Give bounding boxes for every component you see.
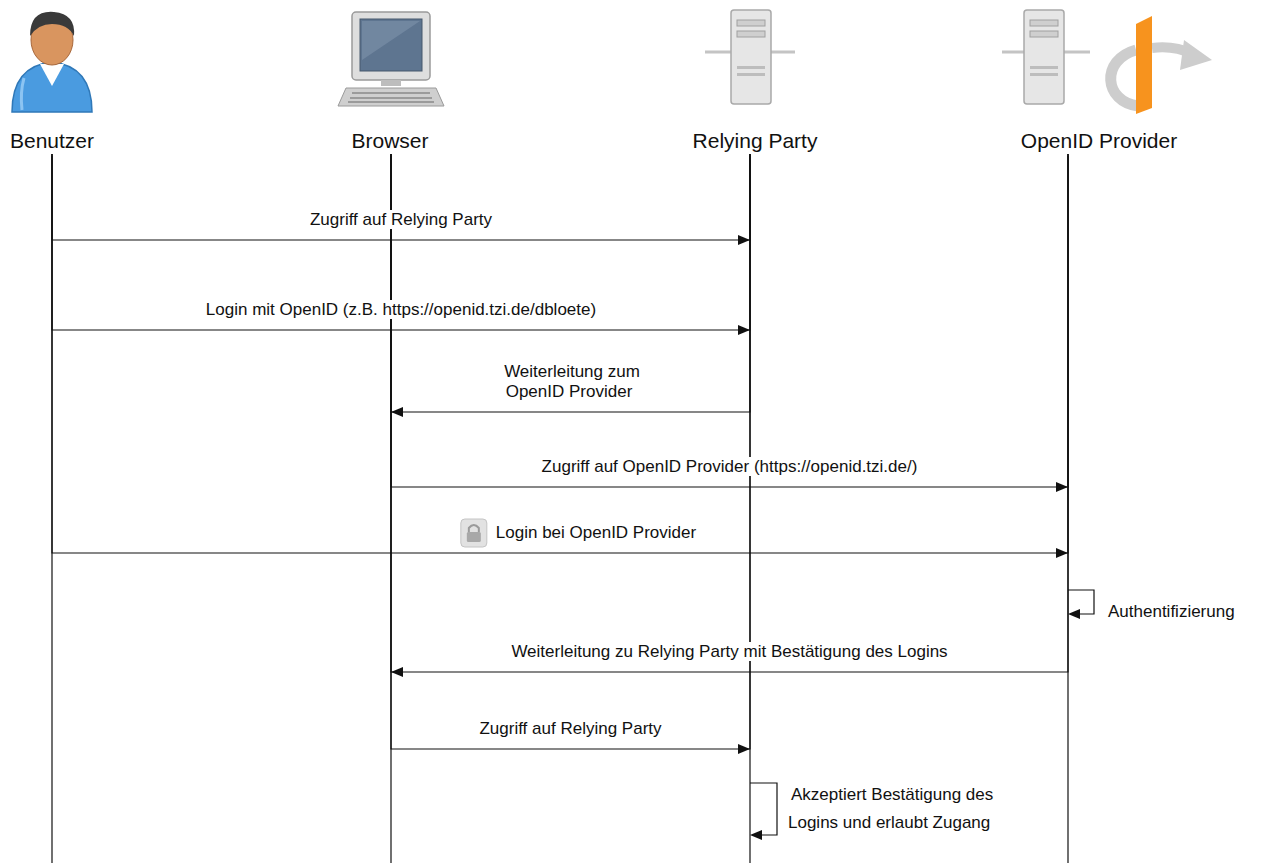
message-arrow xyxy=(391,154,1068,487)
loop-line xyxy=(1068,590,1094,614)
message-label: Zugriff auf OpenID Provider (https://ope… xyxy=(539,457,921,476)
message-label-box: Zugriff auf OpenID Provider (https://ope… xyxy=(539,457,921,477)
arrowhead xyxy=(750,830,762,840)
openid-logo xyxy=(1111,16,1212,114)
note: Akzeptiert Bestätigung des Logins und er… xyxy=(788,785,993,832)
note-box: Akzeptiert Bestätigung des Logins und er… xyxy=(788,781,1028,837)
actor: OpenID Provider xyxy=(1019,128,1179,154)
message-label: Weiterleitung zum OpenID Provider xyxy=(501,362,640,401)
message-label: Zugriff auf Relying Party xyxy=(476,719,664,738)
note: Authentifizierung xyxy=(1105,602,1238,621)
monitor-stand xyxy=(381,80,401,86)
logo-bar xyxy=(1136,16,1152,114)
keyboard xyxy=(338,88,444,106)
arrowhead xyxy=(391,407,403,417)
user-collar xyxy=(40,64,64,86)
message-label-box: Zugriff auf Relying Party xyxy=(307,210,495,230)
lifelines xyxy=(52,156,1068,863)
drive-slot xyxy=(737,31,765,37)
actor: Browser xyxy=(349,128,430,154)
arrowhead xyxy=(738,325,750,335)
message-label-box: Zugriff auf Relying Party xyxy=(476,719,664,739)
vent xyxy=(1030,73,1058,76)
lock-body xyxy=(467,532,481,542)
actor: Relying Party xyxy=(691,128,820,154)
server-case xyxy=(731,10,771,104)
keys xyxy=(348,93,434,102)
actor-name: Benutzer xyxy=(10,128,94,154)
logo-arc xyxy=(1111,50,1138,106)
arrowhead xyxy=(1056,548,1068,558)
user-hair xyxy=(30,12,74,36)
arrowhead xyxy=(738,235,750,245)
server-icon xyxy=(705,10,795,104)
message-label: Login bei OpenID Provider xyxy=(493,523,699,542)
self-call xyxy=(750,590,1094,840)
message-arrow xyxy=(391,154,1068,672)
message-label: Zugriff auf Relying Party xyxy=(307,210,495,229)
lock-icon xyxy=(461,519,487,547)
message-label-box: Weiterleitung zu Relying Party mit Bestä… xyxy=(508,642,950,662)
vent xyxy=(737,73,765,76)
lock-ground xyxy=(461,519,487,547)
drive-slot xyxy=(1030,31,1058,37)
vent xyxy=(737,66,765,69)
note-box: Authentifizierung xyxy=(1105,598,1238,626)
loop-line xyxy=(750,783,777,835)
message-label: Weiterleitung zu Relying Party mit Bestä… xyxy=(508,642,950,661)
lock-shackle xyxy=(469,525,479,532)
vent xyxy=(1030,66,1058,69)
server-icon xyxy=(1002,10,1090,104)
drive-slot xyxy=(1030,20,1058,26)
actor-name: OpenID Provider xyxy=(1021,128,1177,154)
user-body xyxy=(12,62,92,112)
message-arrow xyxy=(391,154,750,412)
message-label-box: Login mit OpenID (z.B. https://openid.tz… xyxy=(203,300,599,320)
actor-name: Relying Party xyxy=(693,128,818,154)
message-arrow xyxy=(52,154,750,330)
arrowhead xyxy=(738,744,750,754)
screen xyxy=(360,19,422,71)
user-highlight xyxy=(21,78,24,110)
computer-icon xyxy=(338,12,444,106)
actor-name: Browser xyxy=(351,128,428,154)
message-label-box: Weiterleitung zum OpenID Provider xyxy=(471,362,671,402)
server-case xyxy=(1024,10,1064,104)
arrowhead xyxy=(391,667,403,677)
arrowhead xyxy=(1068,609,1080,619)
logo-arrow xyxy=(1180,40,1212,70)
message-label: Login mit OpenID (z.B. https://openid.tz… xyxy=(203,300,599,319)
arrowhead xyxy=(1056,482,1068,492)
message-label-box: Login bei OpenID Provider xyxy=(493,523,699,543)
screen-glare xyxy=(362,21,420,60)
user-icon xyxy=(12,12,92,112)
drive-slot xyxy=(737,20,765,26)
actor: Benutzer xyxy=(8,128,96,154)
monitor xyxy=(352,12,430,80)
message-arrow xyxy=(52,154,750,240)
message-arrow xyxy=(52,154,1068,553)
